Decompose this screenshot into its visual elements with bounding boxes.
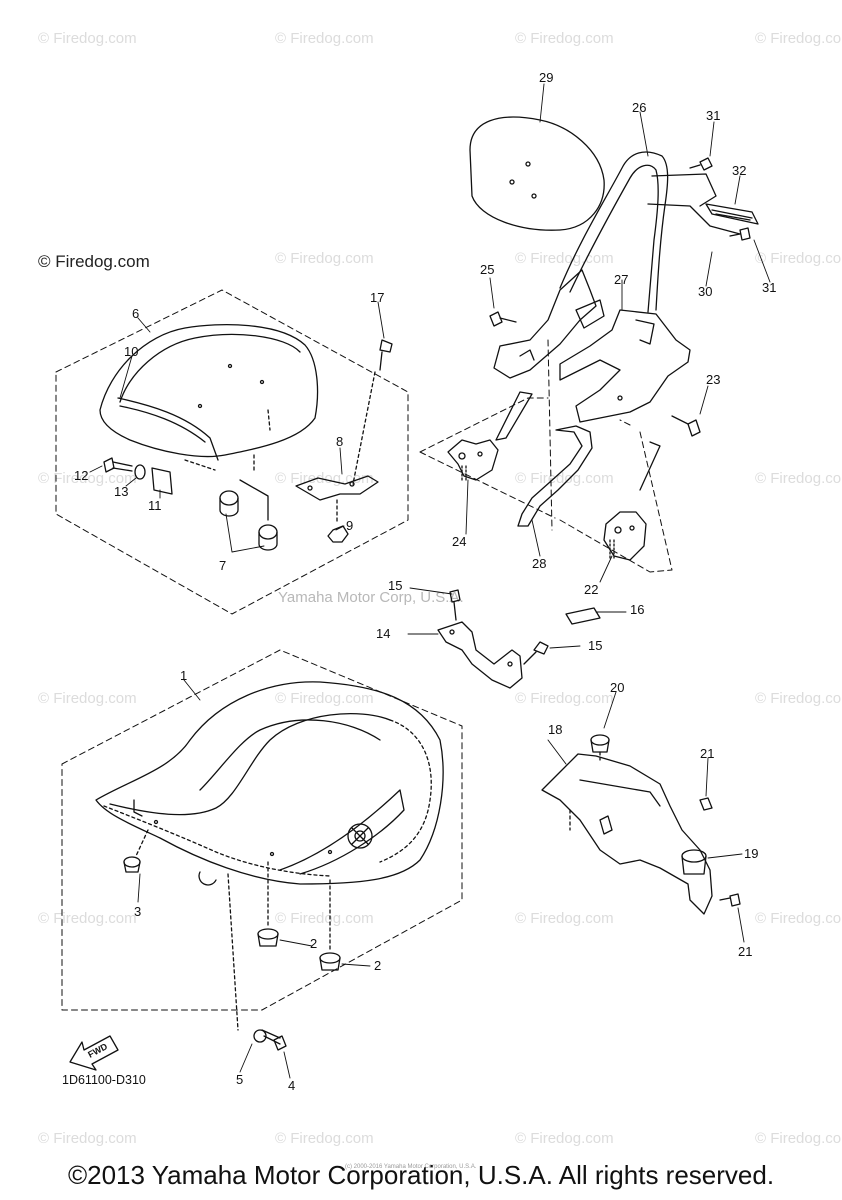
latch-assembly [603,441,661,561]
watermark: © Firedog.com [755,1130,842,1147]
callout-22: 22 [584,582,598,597]
watermark: © Firedog.com [755,470,842,487]
passenger-seat [99,323,319,471]
callout-21: 21 [738,944,752,959]
watermark: © Firedog.com [755,250,842,267]
bolt [671,415,701,437]
watermark: © Firedog.com [515,30,614,47]
callout-23: 23 [706,372,720,387]
backrest-pad [469,116,605,231]
passenger-seat-bracket [295,339,393,543]
callout-19: 19 [744,846,758,861]
mount-bracket [437,621,523,689]
backrest-group-box [419,397,673,573]
bolt [489,311,517,327]
watermark: © Firedog.com [38,30,137,47]
callout-2: 2 [374,958,381,973]
callout-25: 25 [480,262,494,277]
callout-24: 24 [452,534,466,549]
pad-cover [705,203,759,225]
callout-9: 9 [346,518,353,533]
callout-6: 6 [132,306,139,321]
watermark: © Firedog.com [275,1130,374,1147]
watermark: © Firedog.com [515,690,614,707]
tiny-copyright: (c) 2000-2016 Yamaha Motor Corporation, … [345,1164,477,1170]
callout-28: 28 [532,556,546,571]
watermark: © Firedog.com [275,250,374,267]
bolt [227,873,287,1051]
callout-8: 8 [336,434,343,449]
callout-18: 18 [548,722,562,737]
bolt [689,157,751,241]
drawing-code: 1D61100-D310 [62,1073,146,1087]
grommet [123,829,341,971]
backrest-side-plate-right [559,309,691,423]
screw [699,797,741,907]
callout-4: 4 [288,1078,295,1093]
passenger-seat-group-box [55,289,409,615]
callout-13: 13 [114,484,128,499]
callout-10: 10 [124,344,138,359]
backrest-frame [559,151,741,313]
rider-seat [95,681,444,886]
callout-16: 16 [630,602,644,617]
callout-31: 31 [706,108,720,123]
callout-32: 32 [732,163,746,178]
watermark: © Firedog.com [38,910,137,927]
callout-26: 26 [632,100,646,115]
callout-14: 14 [376,626,390,641]
watermark: © Firedog.com [38,690,137,707]
callout-2: 2 [310,936,317,951]
watermark: © Firedog.com [275,30,374,47]
bolt [449,589,549,665]
callout-12: 12 [74,468,88,483]
watermark: © Firedog.com [38,1130,137,1147]
callout-17: 17 [370,290,384,305]
forward-arrow-icon: FWD [69,1035,119,1071]
watermark: © Firedog.com [755,910,842,927]
callout-1: 1 [180,668,187,683]
callout-30: 30 [698,284,712,299]
watermark: © Firedog.com [515,910,614,927]
watermark: © Firedog.com [515,1130,614,1147]
side-cover [541,753,713,915]
callout-15: 15 [388,578,402,593]
rubber-pad [565,607,601,625]
backrest-side-plate-left [493,269,605,379]
callout-11: 11 [148,498,162,513]
callout-21: 21 [700,746,714,761]
callout-7: 7 [219,558,226,573]
rider-seat-group-box [61,649,463,1011]
grommet [219,454,278,551]
watermark: © Firedog.com [275,910,374,927]
callout-20: 20 [610,680,624,695]
damper [681,849,707,875]
callout-29: 29 [539,70,553,85]
callout-27: 27 [614,272,628,287]
watermark: © Firedog.com [515,470,614,487]
watermark: © Firedog.com [275,690,374,707]
watermark: © Firedog.com [755,30,842,47]
corporate-watermark: Yamaha Motor Corp, U.S.A. [278,589,464,606]
callout-3: 3 [134,904,141,919]
watermark: © Firedog.com [38,252,150,271]
callout-31: 31 [762,280,776,295]
callout-5: 5 [236,1072,243,1087]
watermark: © Firedog.com [38,470,137,487]
callout-15: 15 [588,638,602,653]
watermark: © Firedog.com [755,690,842,707]
grommet [590,734,610,761]
latch-assembly [447,391,533,481]
copyright-notice: ©2013 Yamaha Motor Corporation, U.S.A. A… [67,1160,775,1190]
bolt [103,457,173,495]
release-lever [517,425,593,527]
